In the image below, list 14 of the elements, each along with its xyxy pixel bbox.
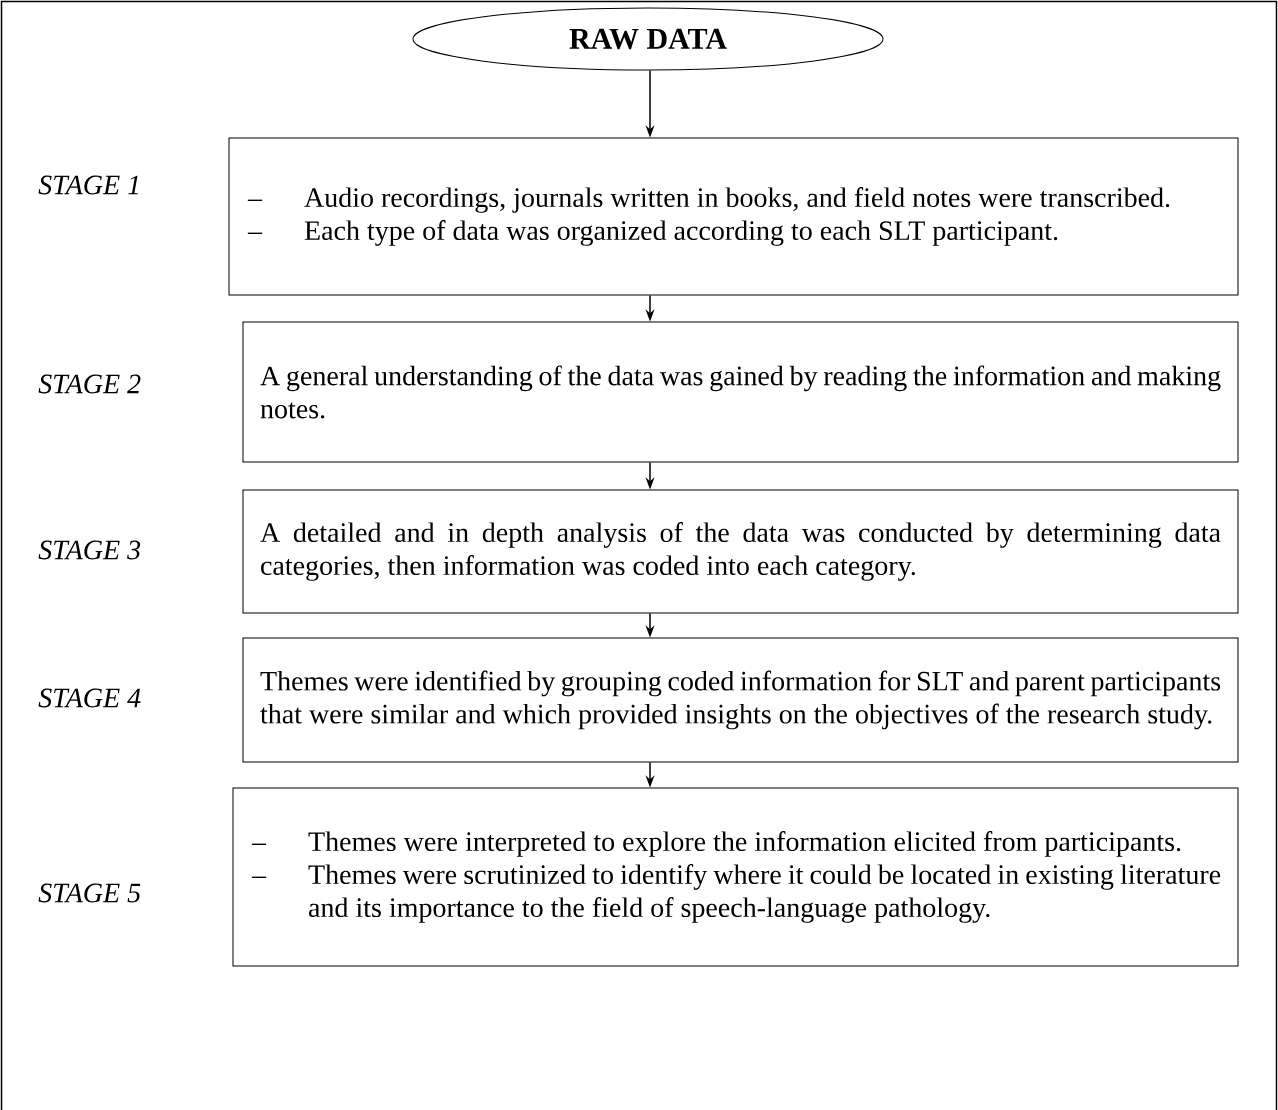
process-box: Themes were identified by grouping coded information for SLT and parent participants that were similar and which provided insights on the objectives of the research study. [242,637,1239,763]
stage-label: STAGE 2 [38,374,141,394]
process-box: – Themes were interpreted to explore the information elicited from participants. – Themes were scrutinized to identify where it could be located in existing literature and its importance to the field of speech-language pathology. [232,787,1239,967]
bullet-dash: – [247,232,263,234]
bullet-dash: – [251,876,267,878]
process-box: A detailed and in depth analysis of the data was conducted by determining data categories, then information was coded into each category. [242,489,1239,614]
stage-label: STAGE 5 [38,883,141,903]
bullet-dash: – [251,843,267,845]
process-box: A general understanding of the data was gained by reading the information and making notes. [242,321,1239,463]
bullet-dash: – [247,199,263,201]
stage-label: STAGE 1 [38,175,139,195]
stage-label: STAGE 3 [38,540,141,560]
process-box: – Audio recordings, journals written in books, and field notes were transcribed. – Each type of data was organized according to each SLT participant. [228,137,1239,296]
stage-label: STAGE 4 [38,688,141,708]
